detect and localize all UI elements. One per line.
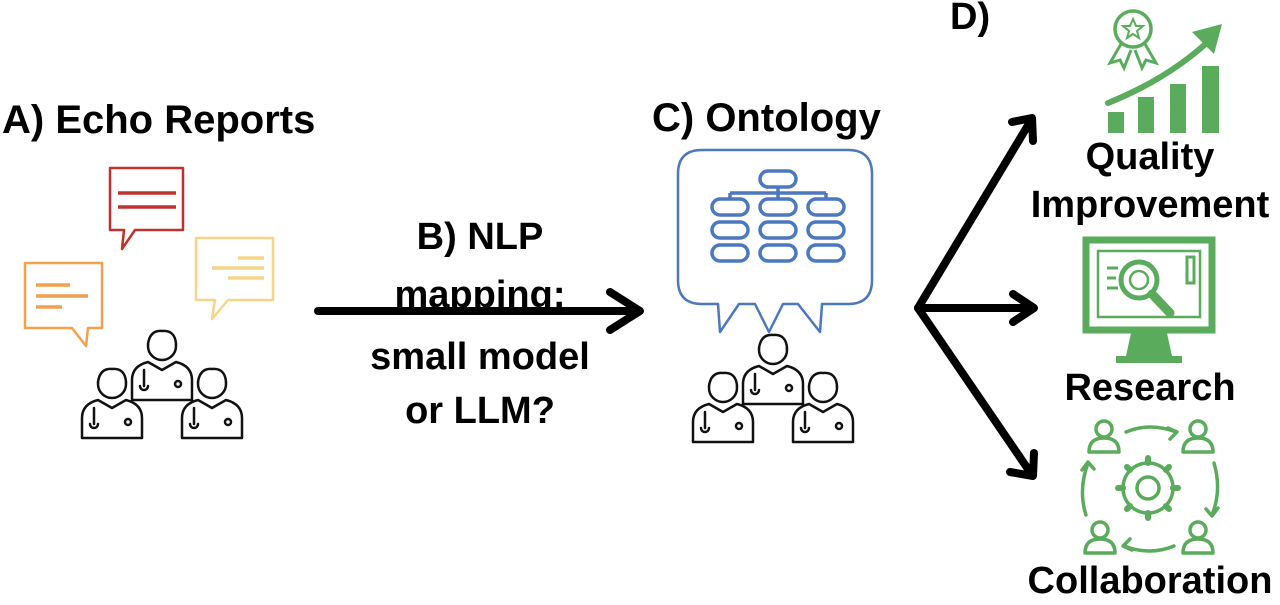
nlp-label-line-2: mapping:	[394, 274, 566, 316]
echo-reports-label: A) Echo Reports	[2, 98, 316, 142]
nlp-label-line-3: small model	[370, 336, 590, 378]
ontology-tree-icon	[710, 169, 846, 263]
clinicians-group-icon-2	[691, 333, 855, 444]
nlp-question-label: small model or LLM?	[340, 330, 620, 438]
report-bubble-red	[108, 166, 185, 251]
quality-improvement-label: Quality Improvement	[1005, 133, 1280, 229]
ontology-bubble	[676, 148, 874, 334]
quality-label-line-2: Improvement	[1030, 184, 1270, 226]
research-label: Research	[1064, 367, 1236, 409]
clinicians-group-icon	[80, 329, 244, 440]
ontology-label: C) Ontology	[652, 96, 881, 140]
outcomes-label: D)	[950, 0, 991, 38]
nlp-label-line-1: B) NLP	[416, 216, 544, 258]
report-bubble-yellow	[194, 236, 275, 321]
quality-label-line-1: Quality	[1085, 136, 1215, 178]
nlp-mapping-label: B) NLP mapping:	[340, 208, 620, 324]
nlp-label-line-4: or LLM?	[405, 390, 555, 432]
collaboration-label: Collaboration	[1027, 560, 1273, 602]
report-bubble-orange	[23, 261, 104, 348]
branch-arrows	[914, 114, 1038, 480]
monitor-magnifier-icon	[1082, 236, 1216, 363]
nlp-arrow	[314, 288, 644, 334]
team-gear-cycle-icon	[1080, 419, 1220, 555]
award-growth-chart-icon	[1105, 9, 1222, 133]
